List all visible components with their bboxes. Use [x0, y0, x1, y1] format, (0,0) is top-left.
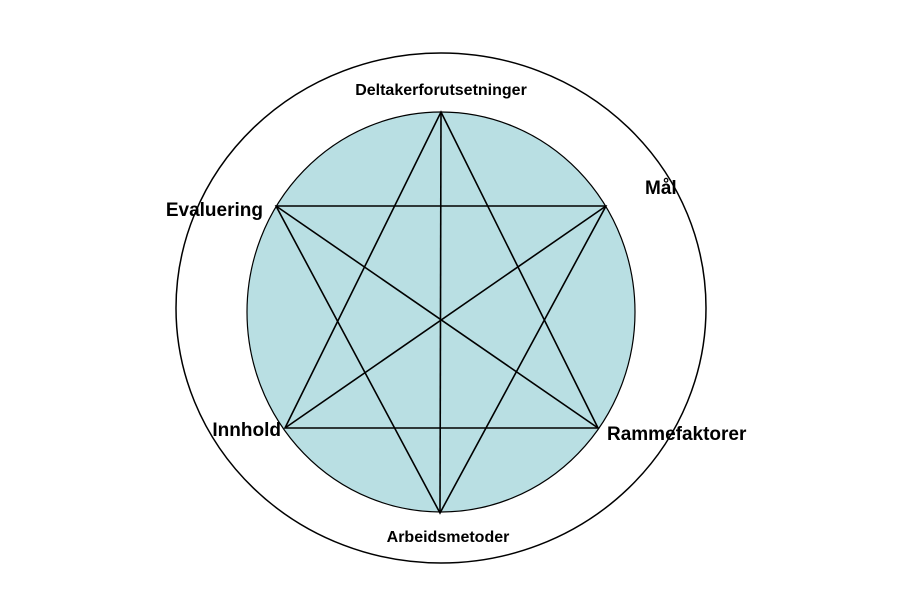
label-evaluering: Evaluering: [166, 200, 263, 221]
diagonal-vertical: [439, 111, 442, 514]
label-innhold: Innhold: [212, 420, 281, 441]
label-deltakerforutsetninger: Deltakerforutsetninger: [355, 82, 527, 99]
triangle-up: [283, 110, 600, 429]
diagonal-right-left: [284, 205, 607, 429]
diagonal-left-right: [275, 205, 599, 429]
outer-circle: [175, 52, 707, 564]
label-mal: Mål: [645, 178, 677, 199]
label-rammefaktorer: Rammefaktorer: [607, 424, 747, 445]
label-arbeidsmetoder: Arbeidsmetoder: [387, 529, 510, 546]
